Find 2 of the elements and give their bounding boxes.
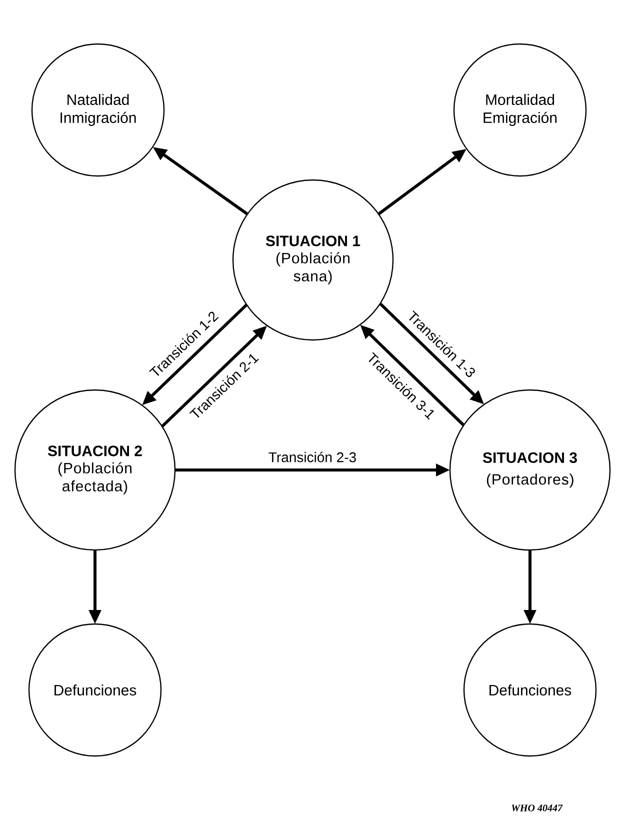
reference-number: WHO 40447 (512, 804, 563, 812)
edge-label: Transición 2-3 (267, 450, 358, 464)
